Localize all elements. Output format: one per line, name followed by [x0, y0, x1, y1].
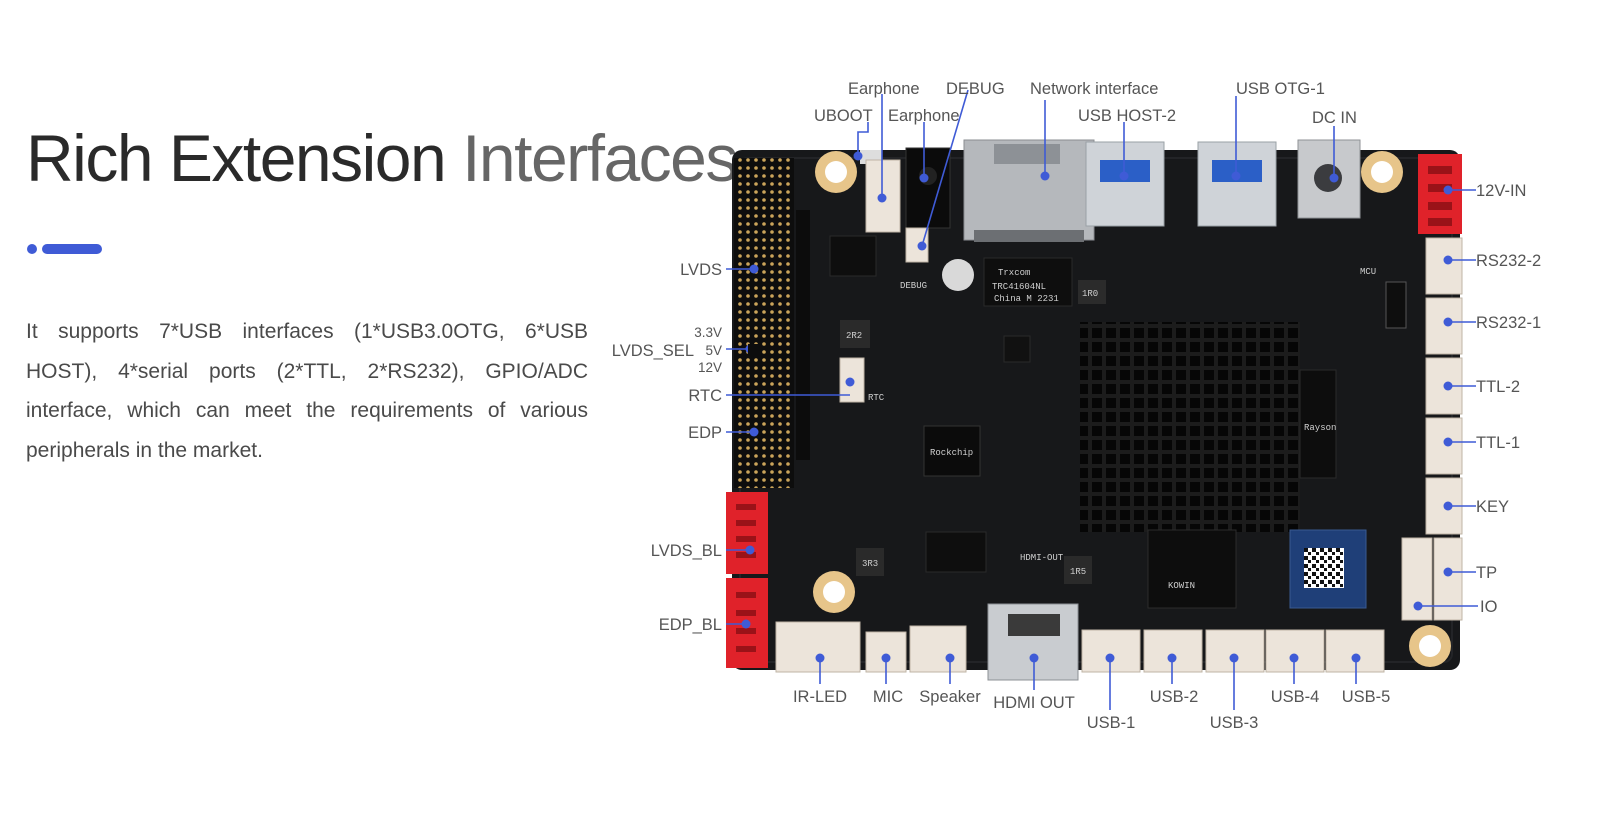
label-debug: DEBUG	[946, 80, 1005, 98]
label-usb-host-2: USB HOST-2	[1078, 107, 1176, 125]
memory-chip	[1147, 529, 1237, 609]
inductor-3r3: 3R3	[862, 559, 878, 569]
label-key: KEY	[1476, 498, 1509, 516]
label-usb-otg-1: USB OTG-1	[1236, 80, 1325, 98]
label-uboot: UBOOT	[814, 107, 873, 125]
speaker-connector	[909, 625, 967, 673]
label-5v: 5V	[705, 343, 722, 358]
label-usb-5: USB-5	[1342, 688, 1391, 706]
tp-connector	[1433, 537, 1463, 621]
label-usb-4: USB-4	[1271, 688, 1320, 706]
qr-code-icon	[1304, 548, 1344, 588]
title-part-a: Rich Extension	[26, 121, 447, 195]
label-dc-in: DC IN	[1312, 109, 1357, 127]
accent-dot	[27, 244, 37, 254]
label-earphone-1: Earphone	[848, 80, 920, 98]
pcb: Trxcom TRC41604NL China M 2231 Rockchip …	[726, 139, 1463, 681]
usb-1-connector	[1081, 629, 1141, 673]
label-tp: TP	[1476, 564, 1497, 582]
label-usb-3: USB-3	[1210, 714, 1259, 732]
hdmi-silk-text: HDMI-OUT	[1020, 553, 1064, 563]
chip-origin-text: China M 2231	[994, 294, 1059, 304]
ttl-1-connector	[1425, 417, 1463, 475]
lvds-pin-header	[734, 158, 794, 488]
rs232-2-connector	[1425, 237, 1463, 295]
debug-silk-text: DEBUG	[900, 281, 927, 291]
label-ttl-1: TTL-1	[1476, 434, 1520, 452]
inductor-1r5: 1R5	[1070, 567, 1086, 577]
label-mic: MIC	[873, 688, 903, 706]
heatsink	[1080, 322, 1300, 532]
label-lvds-sel: LVDS_SEL	[612, 342, 694, 360]
label-lvds-bl: LVDS_BL	[651, 542, 722, 560]
usb-host-2-port	[1085, 141, 1165, 227]
earphone-jack	[905, 147, 951, 229]
label-rs232-1: RS232-1	[1476, 314, 1541, 332]
rk-logo-text: Rockchip	[930, 448, 973, 458]
label-earphone-2: Earphone	[888, 107, 960, 125]
description-text: It supports 7*USB interfaces (1*USB3.0OT…	[26, 320, 588, 462]
label-edp: EDP	[688, 424, 722, 442]
rs232-1-connector	[1425, 297, 1463, 355]
inductor-2r2: 2R2	[846, 331, 862, 341]
label-ttl-2: TTL-2	[1476, 378, 1520, 396]
label-3v3: 3.3V	[694, 325, 722, 340]
label-network-interface: Network interface	[1030, 80, 1158, 98]
kowin-text: KOWIN	[1168, 581, 1195, 591]
accent-bar	[42, 244, 102, 254]
ir-led-connector	[775, 621, 861, 673]
usb-4-connector	[1265, 629, 1325, 673]
label-hdmi-out: HDMI OUT	[993, 694, 1075, 712]
label-lvds: LVDS	[680, 261, 722, 279]
usb-2-connector	[1143, 629, 1203, 673]
label-edp-bl: EDP_BL	[659, 616, 722, 634]
page-title: Rich Extension Interfaces	[26, 121, 738, 195]
mcu-text: MCU	[1360, 267, 1376, 277]
label-speaker: Speaker	[919, 688, 981, 706]
label-ir-led: IR-LED	[793, 688, 847, 706]
board-diagram: Trxcom TRC41604NL China M 2231 Rockchip …	[612, 80, 1541, 732]
label-rs232-2: RS232-2	[1476, 252, 1541, 270]
rtc-silk-text: RTC	[868, 393, 885, 403]
heatsink-brand-text: Rayson	[1304, 423, 1336, 433]
label-io: IO	[1480, 598, 1498, 616]
label-12v: 12V	[698, 360, 722, 375]
inductor-1r0: 1R0	[1082, 289, 1098, 299]
callout-dots	[741, 151, 1453, 663]
usb-otg-1-port	[1197, 141, 1277, 227]
label-rtc: RTC	[688, 387, 722, 405]
title-part-b: Interfaces	[462, 121, 738, 195]
label-usb-2: USB-2	[1150, 688, 1199, 706]
chip-model-text: TRC41604NL	[992, 282, 1046, 292]
usb-5-connector	[1325, 629, 1385, 673]
label-usb-1: USB-1	[1087, 714, 1136, 732]
label-12v-in: 12V-IN	[1476, 182, 1526, 200]
lan-transformer-chip	[983, 257, 1073, 307]
chip-brand-text: Trxcom	[998, 268, 1030, 278]
usb-3-connector	[1205, 629, 1265, 673]
